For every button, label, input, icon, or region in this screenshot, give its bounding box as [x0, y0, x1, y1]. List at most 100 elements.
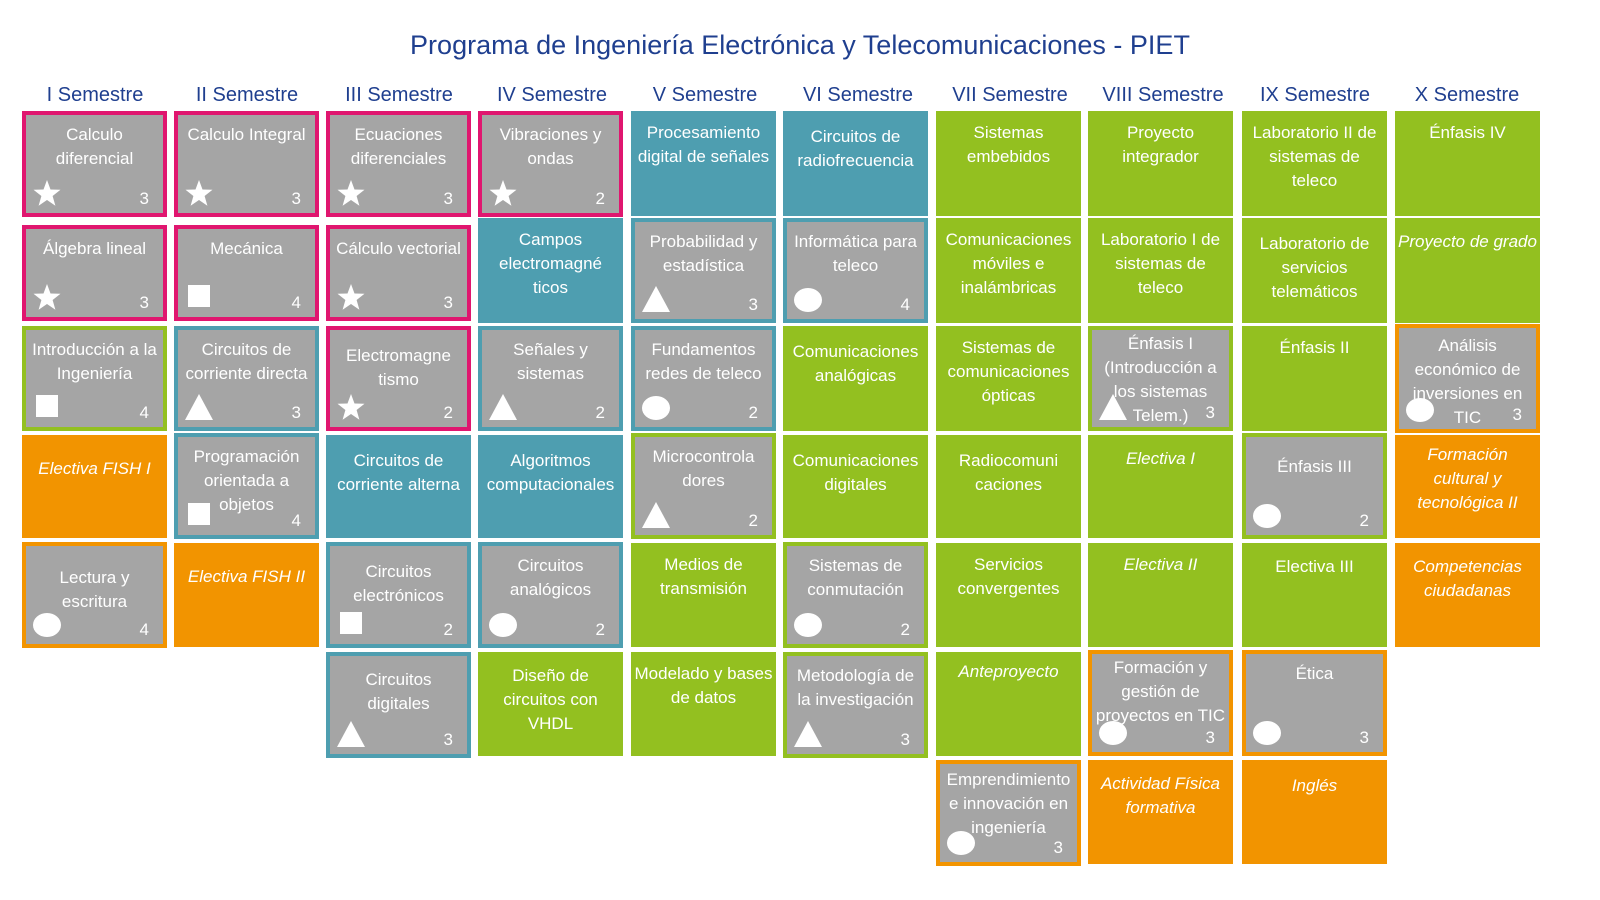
- course-block: Circuitos digitales 3: [326, 652, 471, 758]
- course-name: Campos electromagné ticos: [498, 230, 602, 297]
- course-credits: 4: [900, 295, 910, 314]
- course-block: Electiva III: [1242, 543, 1387, 647]
- star-icon: [337, 394, 365, 420]
- course-name: Ecuaciones diferenciales: [350, 125, 447, 168]
- course-name: Proyecto de grado: [1398, 232, 1537, 251]
- course-name: Actividad Física formativa: [1100, 774, 1221, 817]
- course-name: Introducción a la Ingeniería: [32, 340, 157, 383]
- course-name: Sistemas de conmutación: [807, 556, 904, 599]
- semester-header-5: V Semestre: [652, 84, 758, 106]
- course-name: Análisis económico de inversiones en TIC: [1412, 336, 1523, 427]
- course-name: Énfasis I (Introducción a los sistemas T…: [1104, 334, 1217, 425]
- course-name: Diseño de circuitos con VHDL: [503, 666, 598, 733]
- course-block: Calculo diferencial 3: [22, 111, 167, 217]
- course-block: Comunicaciones digitales: [783, 435, 928, 538]
- course-block: Álgebra lineal 3: [22, 225, 167, 321]
- square-icon: [188, 285, 210, 307]
- course-name: Circuitos electrónicos: [353, 562, 444, 605]
- course-block: Procesamiento digital de señales: [631, 111, 776, 216]
- course-block: Emprendimiento e innovación en ingenierí…: [936, 760, 1081, 866]
- course-credits: 3: [1205, 728, 1215, 747]
- course-credits: 2: [595, 403, 605, 422]
- course-name: Énfasis III: [1277, 457, 1352, 476]
- course-credits: 3: [1053, 838, 1063, 857]
- course-name: Servicios convergentes: [957, 555, 1060, 598]
- star-icon: [33, 180, 61, 206]
- course-name: Programación orientada a objetos: [193, 447, 300, 514]
- course-block: Actividad Física formativa: [1088, 760, 1233, 864]
- course-block: Énfasis IV: [1395, 111, 1540, 216]
- course-name: Laboratorio I de sistemas de teleco: [1100, 230, 1221, 297]
- course-block: Modelado y bases de datos: [631, 652, 776, 756]
- course-name: Calculo diferencial: [55, 125, 134, 168]
- course-block: Vibraciones y ondas 2: [478, 111, 623, 217]
- course-block: Énfasis I (Introducción a los sistemas T…: [1088, 326, 1233, 431]
- circle-icon: [33, 613, 61, 637]
- course-credits: 2: [595, 620, 605, 639]
- course-block: Circuitos de radiofrecuencia: [783, 111, 928, 216]
- course-block: Proyecto integrador: [1088, 111, 1233, 216]
- semester-header-1: I Semestre: [46, 84, 144, 106]
- triangle-icon: [337, 721, 365, 747]
- course-name: Ética: [1295, 664, 1334, 683]
- semester-header-7: VII Semestre: [952, 84, 1068, 106]
- course-credits: 4: [139, 403, 149, 422]
- course-credits: 2: [443, 403, 453, 422]
- triangle-icon: [794, 721, 822, 747]
- course-name: Comunicaciones digitales: [792, 451, 919, 494]
- course-credits: 3: [1512, 405, 1522, 424]
- course-name: Microcontrola dores: [652, 447, 755, 490]
- course-name: Énfasis IV: [1429, 123, 1506, 142]
- course-block: Circuitos electrónicos 2: [326, 542, 471, 648]
- triangle-icon: [642, 502, 670, 528]
- course-block: Circuitos de corriente alterna: [326, 435, 471, 538]
- course-block: Fundamentos redes de teleco 2: [631, 326, 776, 431]
- course-block: Inglés: [1242, 760, 1387, 864]
- course-name: Sistemas de comunicaciones ópticas: [947, 338, 1070, 405]
- course-name: Modelado y bases de datos: [634, 664, 773, 707]
- course-credits: 2: [1359, 511, 1369, 530]
- course-block: Microcontrola dores 2: [631, 433, 776, 539]
- course-block: Calculo Integral 3: [174, 111, 319, 217]
- course-name: Mecánica: [210, 239, 283, 258]
- course-name: Electiva I: [1126, 449, 1195, 468]
- course-block: Ecuaciones diferenciales 3: [326, 111, 471, 217]
- course-credits: 3: [139, 293, 149, 312]
- course-name: Procesamiento digital de señales: [637, 123, 770, 166]
- semester-header-10: X Semestre: [1414, 84, 1520, 106]
- course-block: Proyecto de grado: [1395, 218, 1540, 323]
- course-block: Formación y gestión de proyectos en TIC …: [1088, 650, 1233, 756]
- course-credits: 3: [291, 403, 301, 422]
- course-name: Circuitos de radiofrecuencia: [797, 127, 914, 170]
- circle-icon: [1406, 398, 1434, 422]
- circle-icon: [1253, 721, 1281, 745]
- course-block: Énfasis III 2: [1242, 433, 1387, 539]
- triangle-icon: [642, 286, 670, 312]
- course-name: Comunicaciones analógicas: [792, 342, 919, 385]
- course-block: Mecánica 4: [174, 225, 319, 321]
- circle-icon: [1099, 721, 1127, 745]
- star-icon: [337, 284, 365, 310]
- triangle-icon: [185, 394, 213, 420]
- course-block: Circuitos analógicos 2: [478, 542, 623, 648]
- course-credits: 2: [748, 511, 758, 530]
- square-icon: [36, 395, 58, 417]
- course-block: Informática para teleco 4: [783, 218, 928, 323]
- semester-header-4: IV Semestre: [496, 84, 608, 106]
- semester-header-3: III Semestre: [345, 84, 453, 106]
- course-block: Electiva FISH I: [22, 435, 167, 538]
- course-block: Algoritmos computacionales: [478, 435, 623, 538]
- course-block: Sistemas de comunicaciones ópticas: [936, 326, 1081, 431]
- course-credits: 3: [1359, 728, 1369, 747]
- course-block: Circuitos de corriente directa 3: [174, 326, 319, 431]
- course-name: Calculo Integral: [187, 125, 306, 144]
- course-name: Fundamentos redes de teleco: [645, 340, 762, 383]
- course-name: Circuitos de corriente alterna: [337, 451, 460, 494]
- course-block: Metodología de la investigación 3: [783, 652, 928, 758]
- course-block: Comunicaciones móviles e inalámbricas: [936, 218, 1081, 323]
- course-name: Algoritmos computacionales: [486, 451, 615, 494]
- circle-icon: [947, 831, 975, 855]
- triangle-icon: [489, 394, 517, 420]
- course-name: Circuitos de corriente directa: [185, 340, 308, 383]
- course-name: Énfasis II: [1279, 338, 1350, 357]
